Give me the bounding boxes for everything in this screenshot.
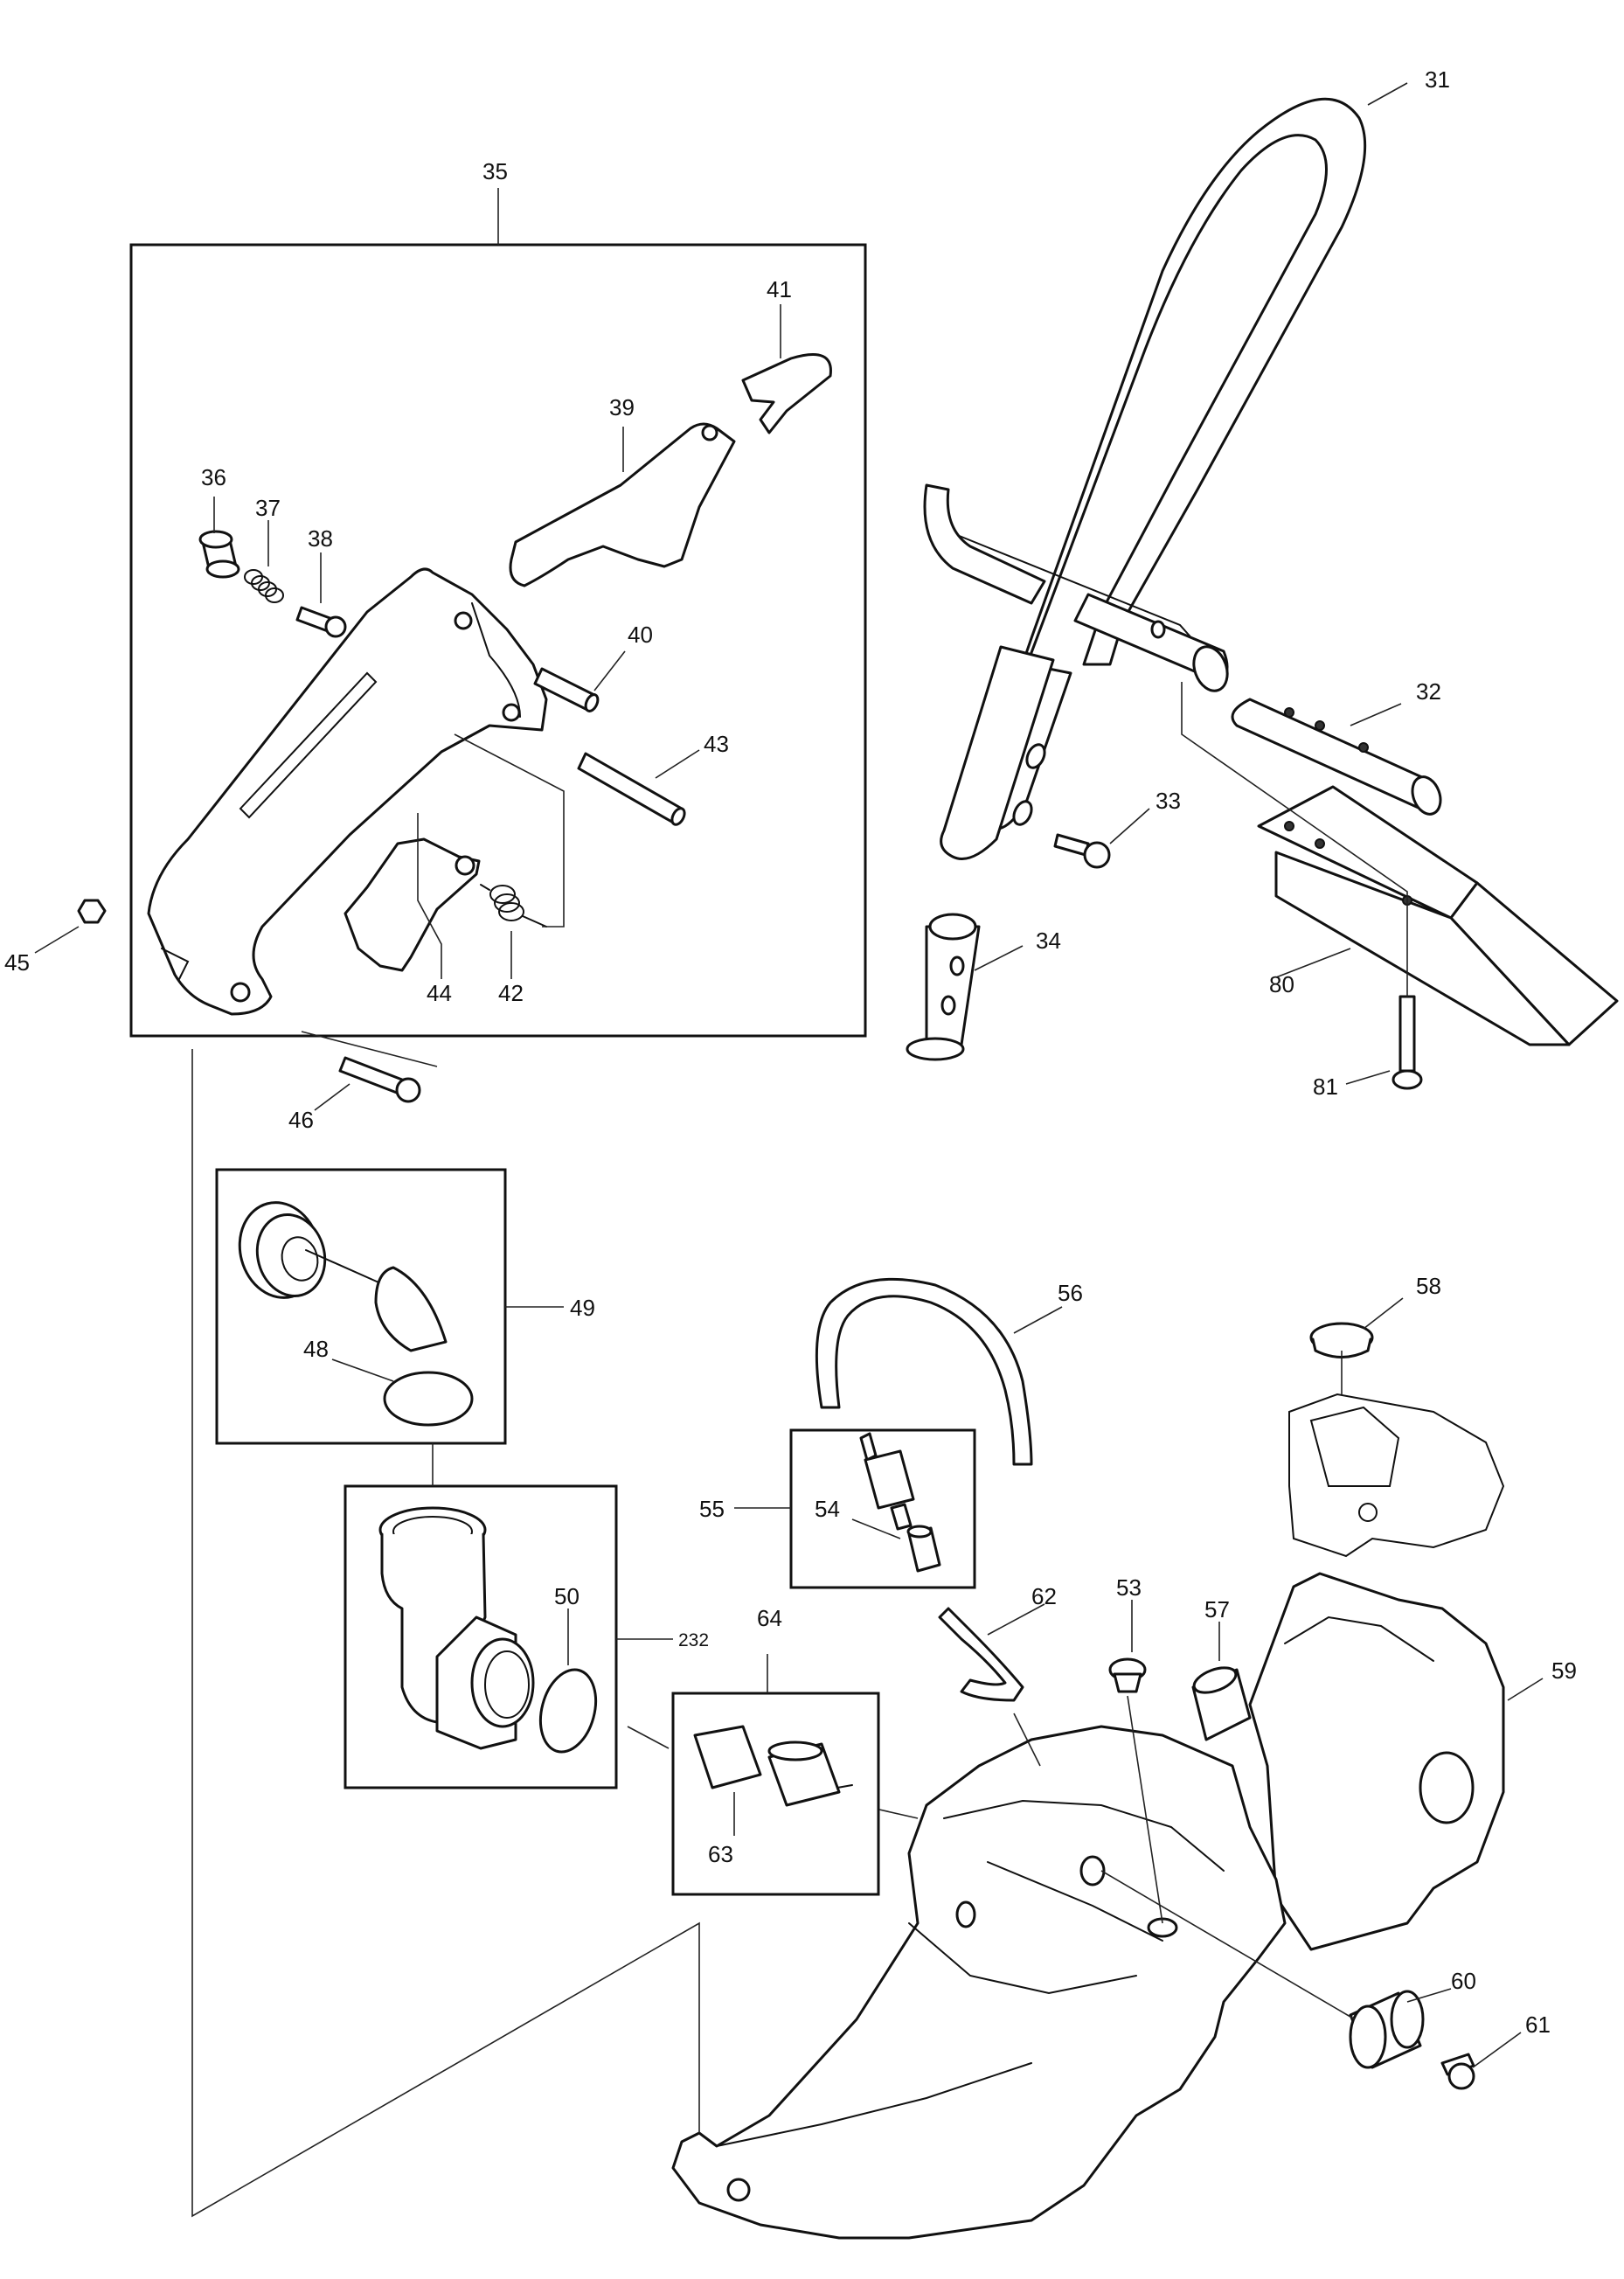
rear-handle xyxy=(147,567,548,1016)
label-41: 41 xyxy=(767,276,792,302)
elbow-kit-box xyxy=(344,1484,618,1789)
label-46: 46 xyxy=(288,1107,314,1133)
lever-spring xyxy=(480,884,547,928)
handle-screw xyxy=(338,1056,421,1103)
label-40: 40 xyxy=(628,622,653,648)
mount-screw xyxy=(1440,2053,1475,2090)
label-43: 43 xyxy=(704,731,729,757)
label-37: 37 xyxy=(255,495,281,521)
guard-screw xyxy=(1392,995,1423,1090)
label-33: 33 xyxy=(1156,788,1181,814)
label-64: 64 xyxy=(757,1605,782,1631)
label-60: 60 xyxy=(1451,1968,1476,1994)
label-50: 50 xyxy=(554,1583,580,1609)
label-62: 62 xyxy=(1031,1583,1057,1609)
anti-vibration-mount xyxy=(1349,1990,1425,2069)
grommet xyxy=(1108,1657,1147,1693)
label-232: 232 xyxy=(678,1630,709,1650)
main-housing xyxy=(671,1725,1287,2240)
fuel-cap xyxy=(238,1201,448,1352)
front-handle-bar xyxy=(923,97,1367,860)
throttle-trigger xyxy=(509,422,736,587)
label-58: 58 xyxy=(1416,1273,1441,1299)
rear-housing xyxy=(1248,1572,1505,1951)
label-35: 35 xyxy=(482,158,508,184)
label-56: 56 xyxy=(1058,1280,1083,1306)
handle-pin xyxy=(1231,698,1442,816)
label-36: 36 xyxy=(201,464,226,490)
label-61: 61 xyxy=(1525,2011,1551,2038)
bottom-guard xyxy=(1257,785,1619,1046)
label-80: 80 xyxy=(1269,971,1294,997)
spring xyxy=(244,569,284,603)
fuel-filter xyxy=(693,1725,853,1807)
label-57: 57 xyxy=(1204,1596,1230,1622)
label-42: 42 xyxy=(498,980,524,1006)
o-ring xyxy=(383,1371,474,1427)
fuel-strainer-box xyxy=(789,1428,976,1589)
bushing xyxy=(198,530,240,579)
label-32: 32 xyxy=(1416,678,1441,705)
label-55: 55 xyxy=(699,1496,725,1522)
small-screw xyxy=(295,606,347,638)
fuel-strainer xyxy=(859,1432,941,1573)
label-54: 54 xyxy=(815,1496,840,1522)
label-53: 53 xyxy=(1116,1574,1142,1601)
label-39: 39 xyxy=(609,394,635,420)
screw xyxy=(1053,833,1111,869)
filter-kit-box xyxy=(671,1692,880,1896)
label-63: 63 xyxy=(708,1841,733,1867)
mounting-pin xyxy=(906,913,981,1061)
part-labels: 31 32 33 34 35 36 37 38 39 40 41 42 43 4… xyxy=(4,66,1577,2038)
breather-tube xyxy=(938,1607,1024,1702)
damper xyxy=(1191,1666,1252,1741)
leader-lines xyxy=(34,82,1544,2218)
safety-lever xyxy=(344,837,481,972)
short-pin xyxy=(533,667,600,712)
fuel-hose xyxy=(815,1277,1033,1466)
label-45: 45 xyxy=(4,949,30,976)
label-48: 48 xyxy=(303,1336,329,1362)
label-49: 49 xyxy=(570,1295,595,1321)
label-81: 81 xyxy=(1313,1073,1338,1100)
label-59: 59 xyxy=(1551,1657,1577,1684)
label-34: 34 xyxy=(1036,928,1061,954)
rubber-plug xyxy=(1309,1322,1374,1358)
label-38: 38 xyxy=(308,525,333,552)
trigger-clip xyxy=(741,353,832,434)
filler-elbow xyxy=(378,1506,535,1750)
label-44: 44 xyxy=(427,980,452,1006)
long-pin xyxy=(577,752,686,826)
tank-outline xyxy=(1288,1393,1505,1558)
label-31: 31 xyxy=(1425,66,1450,93)
gasket xyxy=(538,1668,598,1754)
nut xyxy=(77,899,107,924)
